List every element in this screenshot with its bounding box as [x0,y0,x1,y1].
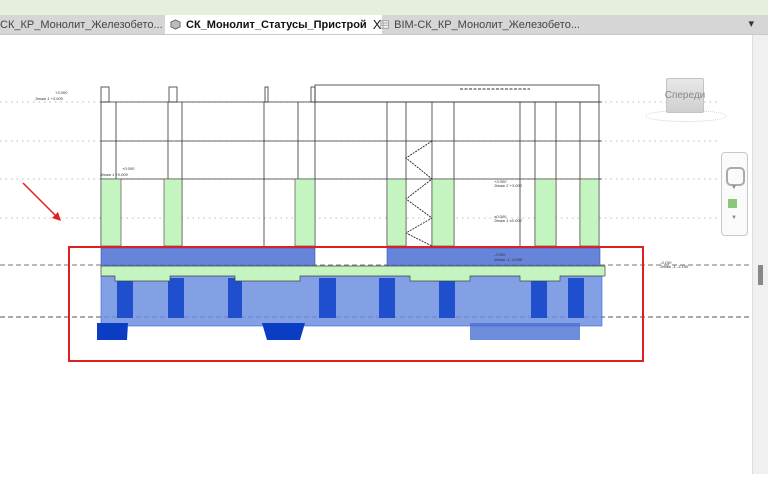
scrollbar-thumb[interactable] [758,265,763,285]
tab-view-3[interactable]: BIM-СК_КР_Монолит_Железобето... [380,15,580,34]
level-name: Этаж 1 ±0.000 [494,218,522,223]
level-elev: +3.000 [55,90,68,95]
vertical-scrollbar[interactable] [752,35,768,474]
foundation-columns [117,278,584,318]
level-elev: +3.000 [494,179,507,184]
viewcube-front[interactable]: Спереди [665,78,705,113]
level-name: Этаж 2 +3.000 [494,183,523,188]
ribbon-area [0,0,768,15]
level-name: Этаж -1 -3.150 [660,264,689,269]
tab-view-1[interactable]: СК_КР_Монолит_Железобето... [0,15,165,34]
level-name: Этаж 1 +3.000 [35,96,64,101]
footing-right [470,323,580,340]
level-elev: ±0.000 [494,214,507,219]
footings [97,323,305,340]
level-elev: +0.000 [122,166,135,171]
highlight-rectangle [68,246,644,362]
zoom-icon[interactable] [728,199,737,208]
tab-label: BIM-СК_КР_Монолит_Железобето... [394,18,580,31]
level-elev: -3.000 [494,252,506,257]
3d-view-icon [170,19,181,30]
level-elev: -3.150 [660,260,672,265]
elevation-drawing: +3.000 Этаж 1 +3.000 +0.000 Этаж 1 +0.00… [0,84,752,362]
steering-wheel-icon[interactable] [726,167,745,186]
annotation-arrow [22,182,61,221]
drawing-canvas[interactable]: +3.000 Этаж 1 +3.000 +0.000 Этаж 1 +0.00… [0,35,752,474]
schedule-icon [380,20,389,29]
level-name: Этаж 1 +0.000 [100,172,129,177]
level-labels: +3.000 Этаж 1 +3.000 +0.000 Этаж 1 +0.00… [35,90,689,269]
view-tab-bar: СК_КР_Монолит_Железобето... СК_Монолит_С… [0,15,768,35]
tab-list-menu[interactable]: ▾ [748,18,754,30]
tab-view-2-active[interactable]: СК_Монолит_Статусы_Пристрой X [165,15,382,34]
foundation-body [100,275,603,327]
tab-label: СК_КР_Монолит_Железобето... [0,18,163,31]
navigation-bar: ▼ ▼ [721,152,748,236]
stair [404,140,433,247]
chevron-down-icon[interactable]: ▼ [731,185,737,191]
level-name: Этаж -1 -3.000 [494,257,523,262]
tab-label: СК_Монолит_Статусы_Пристрой [186,18,367,31]
close-tab-icon[interactable]: X [372,17,382,32]
foundation-slab-green [100,265,606,282]
foundation-upper [100,247,601,269]
walls-green [100,178,600,247]
chevron-down-icon[interactable]: ▼ [731,215,737,221]
